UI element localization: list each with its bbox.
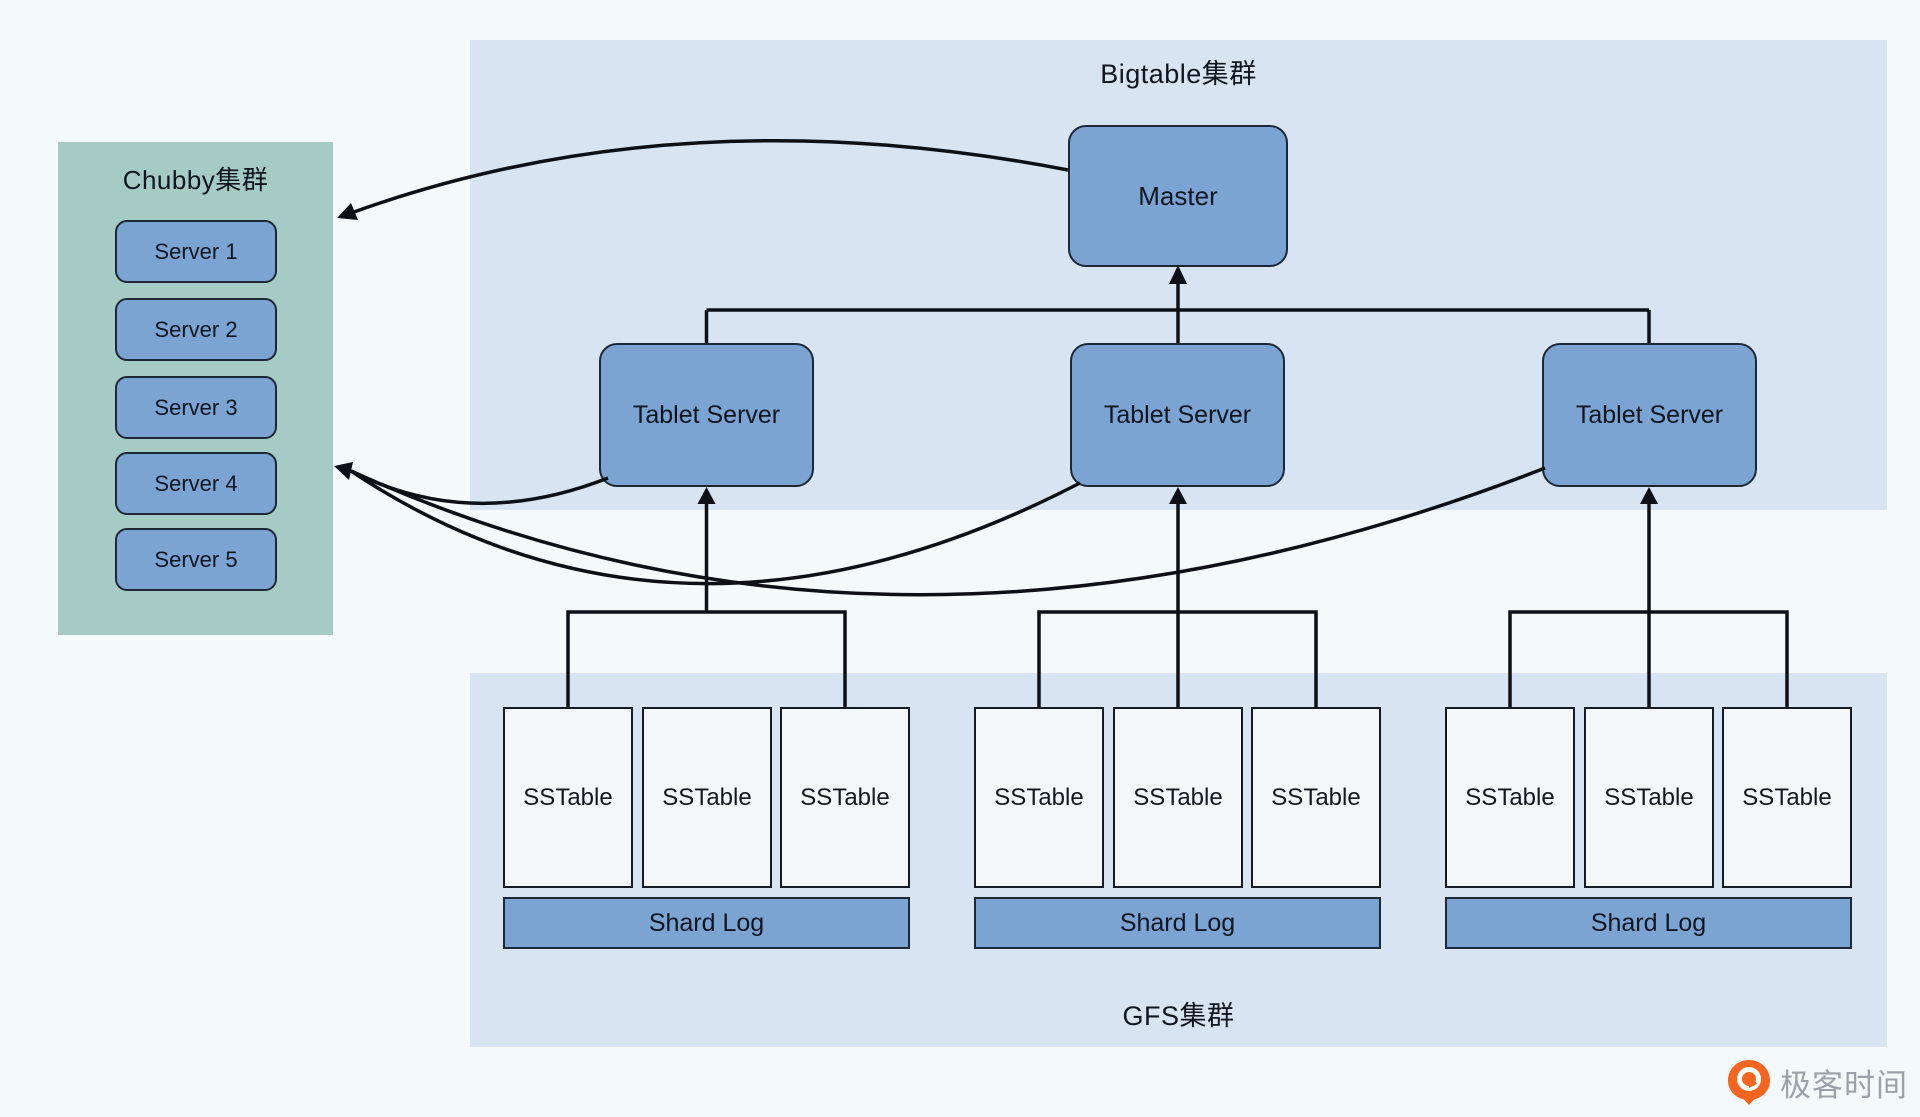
sstable-label: SSTable	[1133, 783, 1223, 811]
sstable-box: SSTable	[1584, 707, 1714, 888]
geektime-logo: 极客时间	[1726, 1058, 1908, 1106]
gfs-cluster-title: GFS集群	[1122, 1001, 1235, 1031]
shard-log-3-label: Shard Log	[1590, 908, 1707, 937]
tablet-server-1-label: Tablet Server	[632, 400, 781, 429]
tablet-server-2-label: Tablet Server	[1103, 400, 1252, 429]
sstable-label: SSTable	[662, 783, 752, 811]
tablet-server-1-box: Tablet Server	[599, 343, 814, 487]
master-label: Master	[1138, 180, 1218, 211]
chubby-server-2-box: Server 2	[115, 298, 277, 361]
sstable-box: SSTable	[1113, 707, 1243, 888]
geektime-logo-text: 极客时间	[1780, 1067, 1908, 1103]
geektime-logo-icon	[1728, 1060, 1770, 1105]
tablet-server-2-box: Tablet Server	[1070, 343, 1285, 487]
chubby-cluster-title: Chubby集群	[122, 165, 269, 195]
sstable-label: SSTable	[523, 783, 613, 811]
chubby-server-1-box: Server 1	[115, 220, 277, 283]
chubby-server-4-box: Server 4	[115, 452, 277, 515]
sstable-label: SSTable	[1465, 783, 1555, 811]
sstable-label: SSTable	[1604, 783, 1694, 811]
shard-log-1-label: Shard Log	[648, 908, 765, 937]
sstable-box: SSTable	[780, 707, 910, 888]
sstable-box: SSTable	[642, 707, 772, 888]
sstable-label: SSTable	[994, 783, 1084, 811]
bigtable-cluster-title: Bigtable集群	[1100, 59, 1257, 89]
sstable-label: SSTable	[1271, 783, 1361, 811]
chubby-server-4-label: Server 4	[154, 470, 238, 496]
chubby-server-5-label: Server 5	[154, 546, 238, 572]
chubby-server-2-label: Server 2	[154, 316, 238, 342]
chubby-server-5-box: Server 5	[115, 528, 277, 591]
sstable-box: SSTable	[1445, 707, 1575, 888]
sstable-box: SSTable	[1722, 707, 1852, 888]
shard-log-3-bar: Shard Log	[1445, 897, 1852, 949]
sstable-box: SSTable	[503, 707, 633, 888]
sstable-box: SSTable	[1251, 707, 1381, 888]
arrowhead-into-chubby-side	[334, 462, 353, 480]
sstable-box: SSTable	[974, 707, 1104, 888]
tablet-server-3-box: Tablet Server	[1542, 343, 1757, 487]
sstable-label: SSTable	[800, 783, 890, 811]
shard-log-2-bar: Shard Log	[974, 897, 1381, 949]
chubby-server-3-box: Server 3	[115, 376, 277, 439]
master-box: Master	[1068, 125, 1288, 267]
chubby-server-1-label: Server 1	[154, 238, 238, 264]
chubby-server-3-label: Server 3	[154, 394, 238, 420]
sstable-label: SSTable	[1742, 783, 1832, 811]
tablet-server-3-label: Tablet Server	[1575, 400, 1724, 429]
shard-log-1-bar: Shard Log	[503, 897, 910, 949]
shard-log-2-label: Shard Log	[1119, 908, 1236, 937]
arrowhead-into-chubby-top	[337, 203, 358, 220]
